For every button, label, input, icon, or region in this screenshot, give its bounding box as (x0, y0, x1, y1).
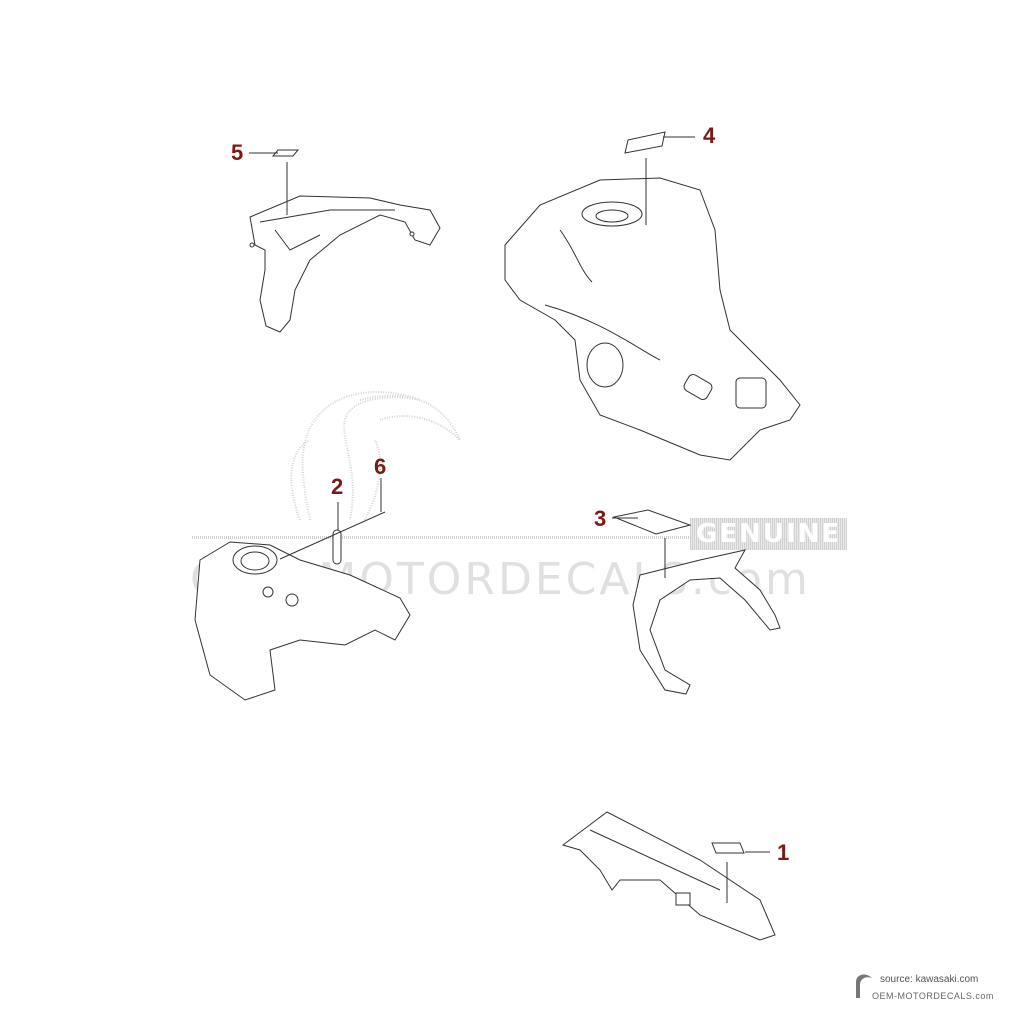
callout-4[interactable]: 4 (703, 123, 716, 148)
part-front-frame[interactable] (194, 478, 411, 701)
bird-logo-icon (856, 974, 872, 998)
part-fuel-tank[interactable] (504, 131, 801, 461)
watermark-genuine: GENUINE (690, 518, 848, 550)
watermark-bird-icon (290, 391, 461, 521)
part-upper-cowl-bracket[interactable] (249, 149, 441, 333)
callout-2[interactable]: 2 (331, 474, 344, 499)
source-credit: source: kawasaki.com (880, 974, 979, 985)
part-chain-guard[interactable] (561, 811, 776, 941)
footer-brand: OEM-MOTORDECALS.com (872, 991, 994, 1001)
watermark-rule (192, 536, 692, 539)
callout-3[interactable]: 3 (594, 506, 607, 531)
callout-5[interactable]: 5 (231, 140, 244, 165)
callout-1[interactable]: 1 (777, 840, 790, 865)
part-rear-grab-rail[interactable] (612, 509, 781, 695)
callout-6[interactable]: 6 (374, 454, 387, 479)
